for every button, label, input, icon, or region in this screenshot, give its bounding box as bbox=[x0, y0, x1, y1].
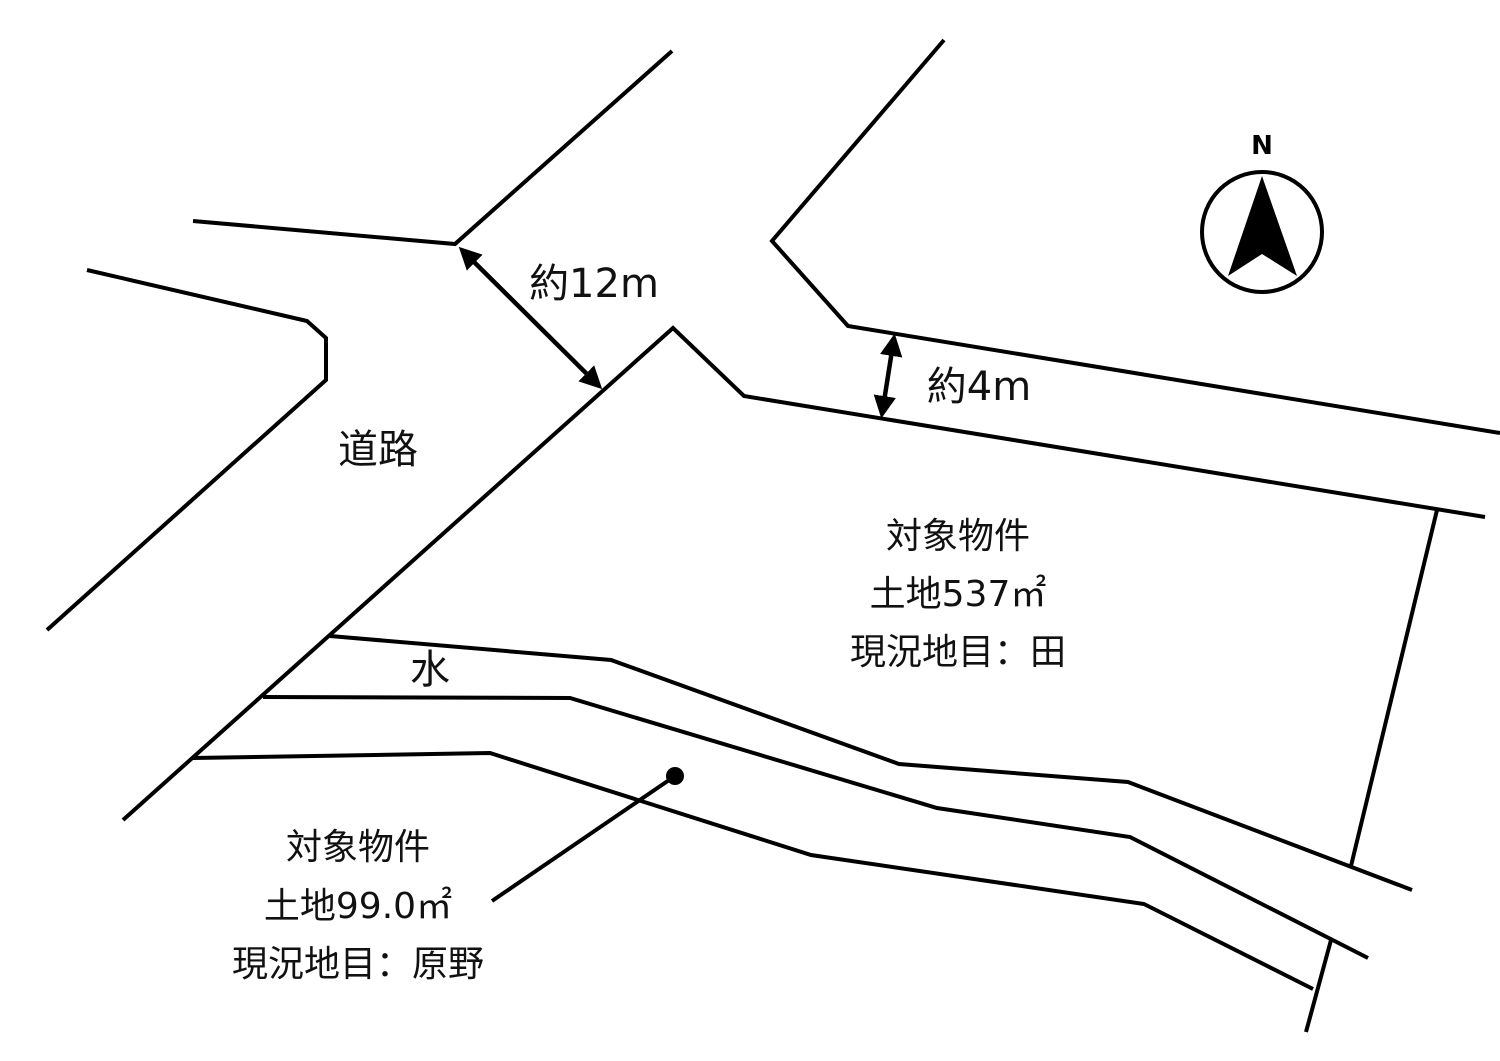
parcel-sub-label: 対象物件 土地99.0㎡ 現況地目：原野 bbox=[232, 827, 484, 985]
north-arrow-icon: N bbox=[1200, 131, 1324, 294]
waterway-label: 水 bbox=[410, 647, 450, 693]
parcel-main-line2: 土地537㎡ bbox=[870, 573, 1047, 615]
road-label: 道路 bbox=[338, 427, 418, 473]
parcel-sub-right-edge bbox=[1304, 939, 1333, 1033]
road-edge-left bbox=[45, 268, 328, 632]
parcel-main-label: 対象物件 土地537㎡ 現況地目：田 bbox=[850, 516, 1066, 673]
parcel-sub-marker-dot bbox=[666, 767, 684, 785]
north-letter: N bbox=[1251, 131, 1273, 161]
parcel-main-line3: 現況地目：田 bbox=[850, 632, 1066, 673]
road-edge-upper-left bbox=[192, 49, 674, 247]
parcel-sub-line1: 対象物件 bbox=[286, 827, 430, 868]
waterway-upper-edge bbox=[329, 634, 1413, 892]
parcel-main-right-edge bbox=[1349, 509, 1439, 867]
road-edge-upper-right bbox=[769, 38, 1500, 435]
leader-line bbox=[490, 774, 677, 903]
wide-road-dimension-label: 約12m bbox=[529, 261, 659, 307]
narrow-road-dimension-label: 約4m bbox=[927, 364, 1031, 410]
parcel-main-top-edge bbox=[121, 325, 1486, 822]
dimension-arrow-wide-road bbox=[458, 246, 603, 390]
waterway-lower-edge bbox=[262, 695, 1369, 960]
parcel-sub-lower-edge bbox=[192, 750, 1314, 991]
parcel-sub-line2: 土地99.0㎡ bbox=[264, 885, 452, 927]
parcel-sub-line3: 現況地目：原野 bbox=[232, 944, 484, 985]
dimension-arrow-narrow-road bbox=[873, 333, 903, 419]
parcel-main-line1: 対象物件 bbox=[886, 516, 1030, 557]
